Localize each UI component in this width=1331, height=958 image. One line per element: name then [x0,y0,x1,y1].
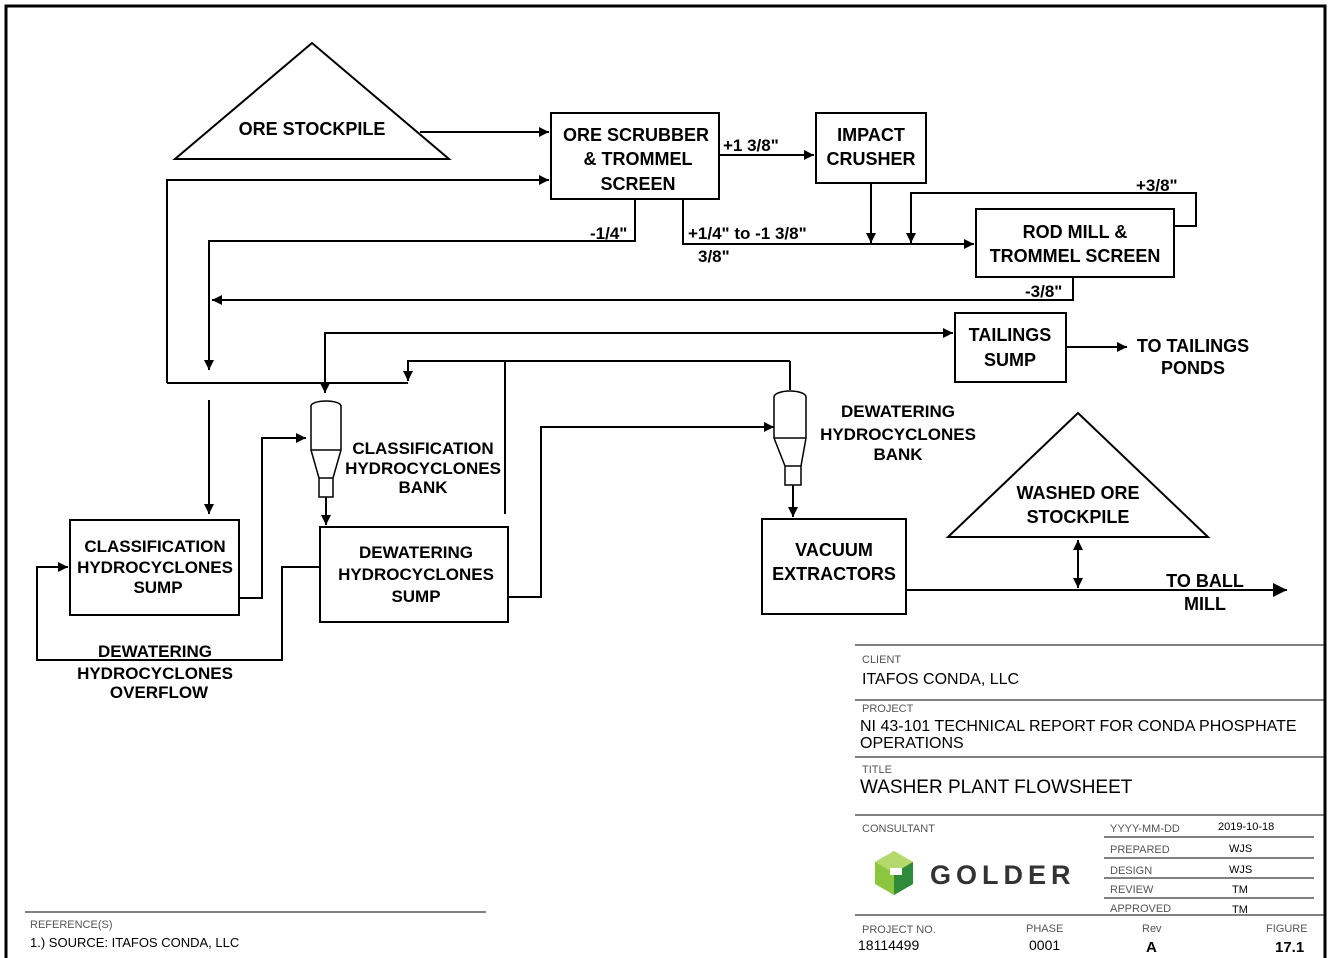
project-line-1: NI 43-101 TECHNICAL REPORT FOR CONDA PHO… [860,718,1297,735]
to-ball-mill-label-2: MILL [1184,594,1226,614]
arrow-scrubber-to-rodmill [682,199,974,249]
dewater-sump-label-3: SUMP [391,587,440,606]
ore-stockpile-triangle [172,41,452,160]
arrow-dewater-sump-to-bank [509,422,774,598]
golder-logo-icon [875,851,913,895]
title-block [25,644,1325,916]
reference-item: 1.) SOURCE: ITAFOS CONDA, LLC [30,935,239,950]
overflow-label-2: HYDROCYCLONES [77,664,233,683]
scrubber-label-2: & TROMMEL [584,149,693,169]
rod-mill-label-2: TROMMEL SCREEN [990,246,1161,266]
design-value: WJS [1229,864,1252,876]
design-label: DESIGN [1110,865,1152,877]
washed-ore-label-2: STOCKPILE [1027,507,1130,527]
tailings-sump-box [954,312,1067,383]
rod-mill-label-1: ROD MILL & [1023,222,1128,242]
impact-crusher-label-1: IMPACT [837,125,905,145]
figure-value: 17.1 [1275,939,1304,956]
class-sump-label-2: HYDROCYCLONES [77,558,233,577]
arrow-to-tailings [324,328,953,383]
to-ball-mill-label-1: TO BALL [1166,571,1244,591]
dewater-sump-label-1: DEWATERING [359,543,473,562]
logo-text: GOLDER [930,860,1076,890]
project-line-2: OPERATIONS [860,735,964,752]
stream-plus-1-3-8: +1 3/8" [723,136,779,155]
dewatering-sump-box [319,526,509,623]
scrubber-label-3: SCREEN [600,174,675,194]
arrow-recycle-to-scrubber [166,175,549,383]
stream-3-8: 3/8" [698,247,730,266]
review-label: REVIEW [1110,884,1154,896]
rev-value: A [1146,939,1157,956]
classification-hydrocyclone-icon [310,400,342,498]
stream-minus-1-4: -1/4" [590,224,627,243]
arrow-overflow-loop [36,562,320,661]
washed-ore-label-1: WASHED ORE [1016,483,1139,503]
phase-value: 0001 [1029,937,1060,953]
flow-lines [36,127,1287,661]
stream-plus-1-4: +1/4" to -1 3/8" [688,224,807,243]
phase-label: PHASE [1026,923,1063,935]
rev-label: Rev [1142,923,1162,935]
vacuum-extractors-box [761,518,907,615]
prepared-label: PREPARED [1110,844,1170,856]
class-sump-label-3: SUMP [133,578,182,597]
arrow-rodmill-recycle [906,192,1197,243]
date-value: 2019-10-18 [1218,821,1274,833]
class-bank-label-3: BANK [398,478,448,497]
scrubber-label-1: ORE SCRUBBER [563,125,709,145]
prepared-value: WJS [1229,843,1252,855]
class-sump-label-1: CLASSIFICATION [84,537,225,556]
date-label: YYYY-MM-DD [1110,823,1180,835]
project-no-value: 18114499 [858,937,919,953]
vacuum-label-1: VACUUM [795,540,873,560]
vacuum-label-2: EXTRACTORS [772,564,896,584]
stream-minus-3-8: -3/8" [1025,282,1062,301]
class-bank-label-2: HYDROCYCLONES [345,459,501,478]
overflow-label-3: OVERFLOW [110,683,209,702]
to-tailings-ponds-label-2: PONDS [1161,358,1225,378]
classification-sump-box [69,519,240,616]
approved-value: TM [1232,904,1248,916]
approved-label: APPROVED [1110,903,1171,915]
review-value: TM [1232,884,1248,896]
impact-crusher-label-2: CRUSHER [826,149,915,169]
dewater-bank-label-1: DEWATERING [841,402,955,421]
tailings-sump-label-2: SUMP [984,350,1036,370]
arrow-sump-to-class-bank [240,433,306,599]
project-no-label: PROJECT NO. [862,924,936,936]
dewatering-hydrocyclone-icon [773,390,807,486]
overflow-label-1: DEWATERING [98,642,212,661]
arrow-rodmill-return [212,278,1074,305]
class-bank-label-1: CLASSIFICATION [352,439,493,458]
references-label: REFERENCE(S) [30,919,113,931]
to-tailings-ponds-label-1: TO TAILINGS [1137,336,1249,356]
dewater-bank-label-3: BANK [873,445,923,464]
page-border [4,4,1327,958]
rod-mill-box [975,208,1175,278]
figure-label: FIGURE [1266,923,1308,935]
dewater-bank-label-2: HYDROCYCLONES [820,425,976,444]
arrow-dewater-return [403,360,506,514]
project-label: PROJECT [862,703,914,715]
impact-crusher-box [815,112,927,184]
client-label: CLIENT [862,654,901,666]
drawing-title: WASHER PLANT FLOWSHEET [860,777,1133,798]
stream-plus-3-8: +3/8" [1136,176,1178,195]
client-value: ITAFOS CONDA, LLC [862,671,1019,688]
consultant-label: CONSULTANT [862,823,935,835]
title-label: TITLE [862,764,892,776]
scrubber-box [550,112,720,200]
dewater-sump-label-2: HYDROCYCLONES [338,565,494,584]
tailings-sump-label-1: TAILINGS [969,325,1052,345]
arrow-minus-quarter [204,199,636,370]
washed-ore-stockpile-triangle [945,411,1211,538]
ore-stockpile-label: ORE STOCKPILE [239,119,386,139]
